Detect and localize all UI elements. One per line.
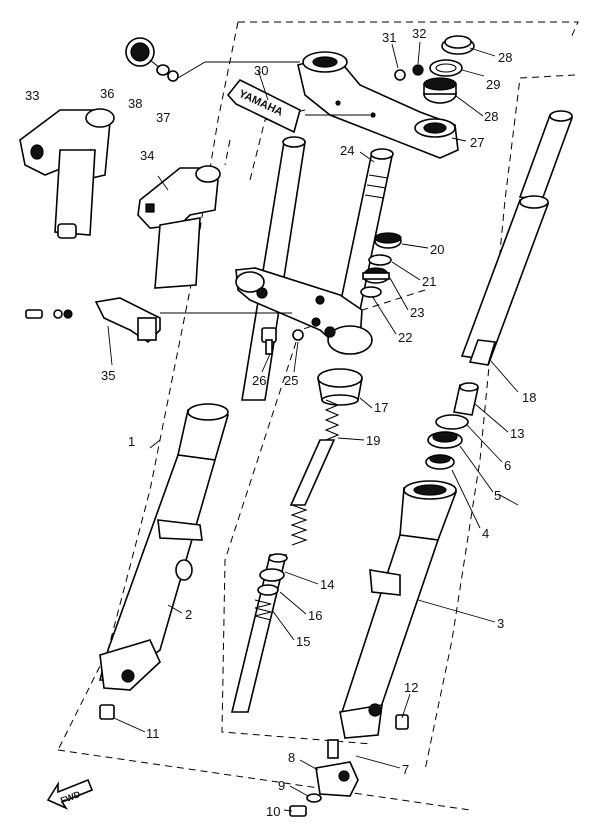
callout-5: 5 (494, 488, 501, 503)
part-23-bearing (362, 267, 390, 284)
callout-3: 3 (497, 616, 504, 631)
callout-37: 37 (156, 110, 170, 125)
callout-24: 24 (340, 143, 354, 158)
part-22-seal (360, 286, 382, 298)
callout-16: 16 (308, 608, 322, 623)
callout-7: 7 (402, 762, 409, 777)
part-30-emblem: YAMAHA (226, 78, 301, 134)
part-3-right-outer-tube (327, 480, 458, 759)
callout-15: 15 (296, 634, 310, 649)
callout-38: 38 (128, 96, 142, 111)
callout-1: 1 (128, 434, 135, 449)
part-14-piston (259, 568, 285, 582)
part-1-left-fork-tube (241, 136, 306, 401)
part-20-bearing-race (374, 232, 402, 249)
callout-14: 14 (320, 577, 334, 592)
callout-6: 6 (504, 458, 511, 473)
callout-23: 23 (410, 305, 424, 320)
callout-29: 29 (486, 77, 500, 92)
part-28-top-cap (441, 35, 475, 55)
callout-31: 31 (382, 30, 396, 45)
callout-4: 4 (482, 526, 489, 541)
callout-26: 26 (252, 373, 266, 388)
callout-28-lower: 28 (484, 109, 498, 124)
callout-35: 35 (101, 368, 115, 383)
forward-direction-arrow: FWD (46, 778, 94, 810)
part-19-spring (289, 399, 340, 546)
part-13-collar (453, 382, 479, 416)
part-15-spring (254, 599, 272, 621)
callout-33: 33 (25, 88, 39, 103)
callout-22: 22 (398, 330, 412, 345)
callout-11: 11 (146, 726, 160, 741)
part-16-ring (257, 584, 279, 596)
callout-27: 27 (470, 135, 484, 150)
part-9-washer (306, 793, 322, 803)
callout-labels: 33 36 38 37 30 31 32 28 29 28 27 34 24 2… (25, 26, 536, 819)
part-38-washer (156, 64, 170, 76)
callout-34: 34 (140, 148, 154, 163)
callout-8: 8 (288, 750, 295, 765)
callout-2: 2 (185, 607, 192, 622)
part-24-steering-stem (339, 148, 394, 311)
callout-9: 9 (278, 778, 285, 793)
part-36-knob (125, 37, 161, 69)
part-35-bolt (25, 309, 73, 319)
part-17-cover (317, 368, 363, 406)
part-32-nut (412, 64, 424, 76)
part-34-lower-bracket (137, 165, 221, 289)
callout-28-top: 28 (498, 50, 512, 65)
part-18-right-fork-tube (460, 110, 574, 366)
callout-25: 25 (284, 373, 298, 388)
part-37-nut (167, 70, 179, 82)
part-5-seal (427, 431, 463, 449)
part-4-clip (425, 454, 455, 470)
callout-32: 32 (412, 26, 426, 41)
part-10-nut (289, 805, 307, 817)
part-35-bracket (94, 297, 161, 344)
callout-36: 36 (100, 86, 114, 101)
assembly-boundary-lines (57, 21, 579, 811)
part-6-washer (435, 414, 469, 430)
callout-30: 30 (254, 63, 268, 78)
callout-19: 19 (366, 433, 380, 448)
callout-20: 20 (430, 242, 444, 257)
callout-10: 10 (266, 804, 280, 819)
part-2-left-outer-tube (98, 403, 230, 720)
part-26-bolt (261, 327, 277, 355)
part-25-washer (292, 326, 336, 341)
part-21-ring (368, 254, 392, 266)
callout-13: 13 (510, 426, 524, 441)
part-8-axle-holder (315, 761, 359, 797)
part-28-lower-cap (423, 77, 457, 104)
part-33-headlight-bracket (19, 108, 115, 239)
callout-21: 21 (422, 274, 436, 289)
part-29-ring (429, 59, 463, 77)
callout-12: 12 (404, 680, 418, 695)
callout-17: 17 (374, 400, 388, 415)
callout-18: 18 (522, 390, 536, 405)
part-27-upper-bracket (297, 51, 459, 159)
callout-leaders (107, 41, 519, 812)
part-31-washer (394, 69, 406, 81)
